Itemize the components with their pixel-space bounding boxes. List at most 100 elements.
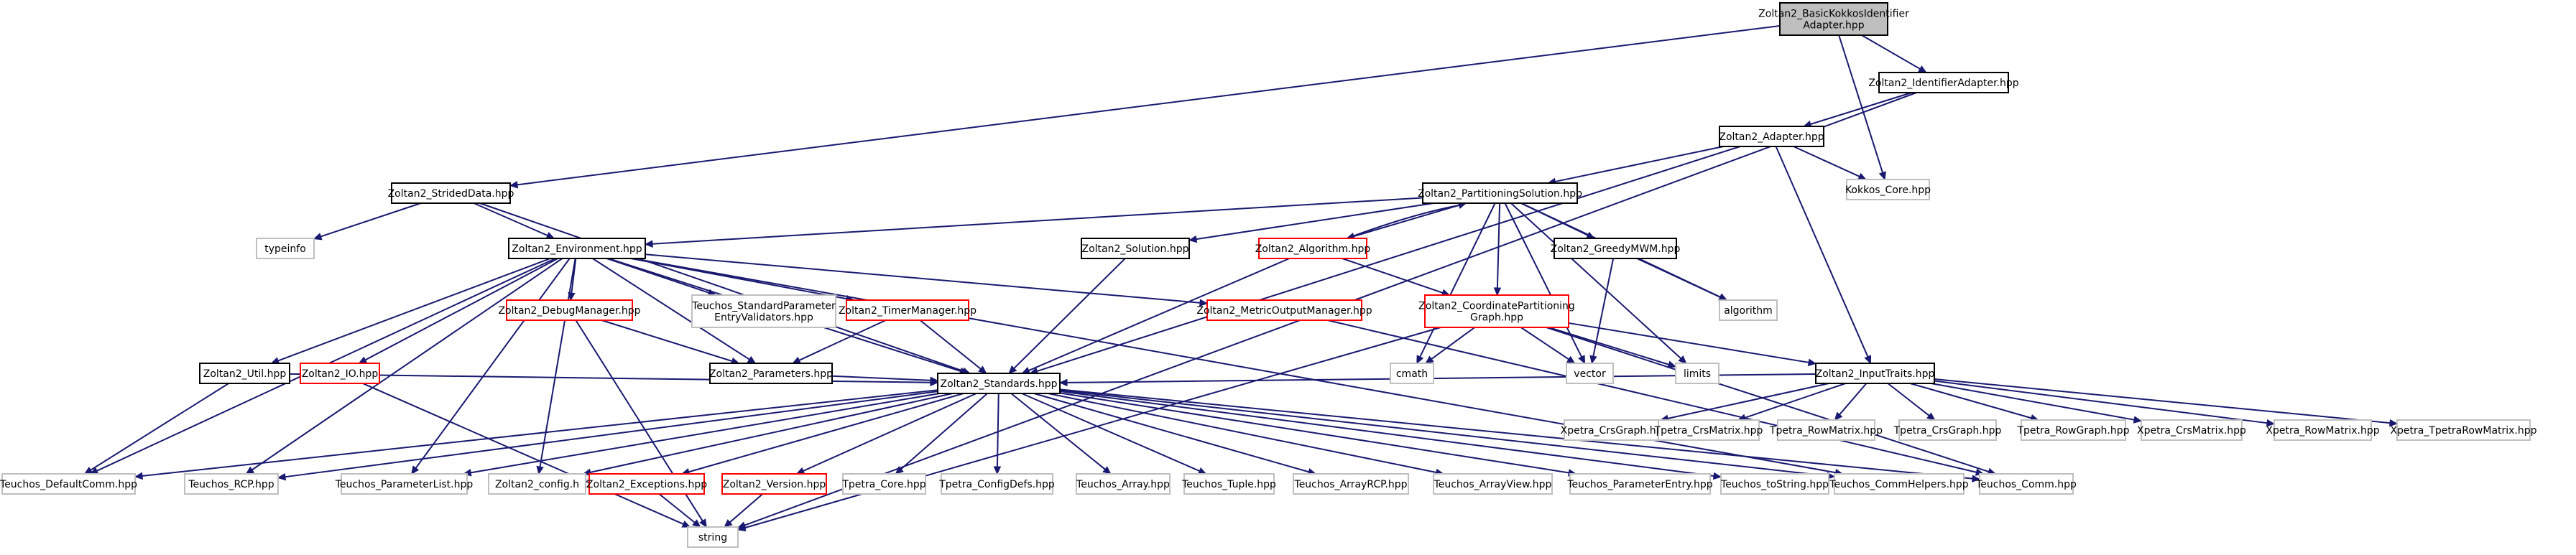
node-box bbox=[842, 473, 926, 495]
node-label: Teuchos_ArrayView.hpp bbox=[1434, 479, 1552, 490]
edge-arrowhead bbox=[1058, 378, 1068, 387]
edge-timer-to-params bbox=[798, 320, 887, 361]
node-label: Zoltan2_DebugManager.hpp bbox=[498, 305, 640, 317]
edge-arrowhead bbox=[747, 355, 757, 364]
edge-psol-to-cmath bbox=[1419, 202, 1496, 358]
edge-standards-to-defaultcomm bbox=[142, 389, 938, 477]
node-ttostring: Teuchos_toString.hpp bbox=[1720, 473, 1829, 495]
edge-arrowhead bbox=[1416, 355, 1424, 365]
edge-solution-to-standards bbox=[1013, 258, 1126, 369]
edge-algorithm_hpp-to-psol bbox=[1347, 204, 1459, 239]
edge-inputtraits-to-tcrsgraph bbox=[1887, 383, 1930, 416]
edge-psol-to-limits bbox=[1510, 202, 1681, 359]
node-label: Kokkos_Core.hpp bbox=[1845, 185, 1931, 196]
node-timer[interactable]: Zoltan2_TimerManager.hpp bbox=[839, 299, 977, 321]
edge-arrowhead bbox=[1918, 65, 1927, 73]
edge-env-to-validators bbox=[606, 258, 709, 294]
node-standards[interactable]: Zoltan2_Standards.hpp bbox=[937, 373, 1061, 394]
edge-arrowhead bbox=[699, 518, 707, 528]
node-label: Teuchos_StandardParameter bbox=[691, 301, 836, 312]
edge-arrowhead bbox=[1008, 365, 1017, 374]
node-defaultcomm: Teuchos_DefaultComm.hpp bbox=[0, 473, 137, 495]
edge-arrowhead bbox=[358, 356, 368, 364]
edge-greedy-to-vector bbox=[1592, 258, 1615, 357]
node-tpetracore: Tpetra_Core.hpp bbox=[841, 473, 926, 495]
node-box bbox=[1815, 363, 1935, 384]
node-box bbox=[199, 363, 290, 384]
node-box bbox=[1777, 419, 1875, 441]
node-box bbox=[1720, 473, 1829, 495]
node-tcrsgraph: Tpetra_CrsGraph.hpp bbox=[1893, 419, 2002, 441]
node-box bbox=[1, 473, 136, 495]
node-adapter[interactable]: Zoltan2_Adapter.hpp bbox=[1719, 126, 1824, 147]
node-label: Teuchos_CommHelpers.hpp bbox=[1829, 479, 1968, 490]
node-label: Zoltan2_Solution.hpp bbox=[1081, 243, 1188, 255]
node-strided[interactable]: Zoltan2_StridedData.hpp bbox=[388, 182, 514, 204]
edge-standards-to-tarrayview bbox=[1048, 393, 1437, 473]
node-box bbox=[1719, 299, 1778, 321]
node-label: Teuchos_Tuple.hpp bbox=[1181, 479, 1276, 490]
edge-standards-to-ttuple bbox=[1021, 393, 1200, 472]
node-vector: vector bbox=[1566, 363, 1614, 384]
node-greedy[interactable]: Zoltan2_GreedyMWM.hpp bbox=[1551, 238, 1681, 259]
node-box bbox=[1554, 238, 1677, 259]
node-label: Teuchos_DefaultComm.hpp bbox=[0, 479, 137, 490]
node-inputtraits[interactable]: Zoltan2_InputTraits.hpp bbox=[1815, 363, 1935, 384]
edge-greedy-to-algorithm bbox=[1636, 258, 1721, 298]
node-params[interactable]: Zoltan2_Parameters.hpp bbox=[709, 363, 833, 384]
edge-env-to-timer bbox=[630, 258, 847, 300]
node-box bbox=[2141, 419, 2243, 441]
node-label: Zoltan2_Adapter.hpp bbox=[1719, 131, 1824, 143]
node-box bbox=[588, 473, 705, 495]
node-psol[interactable]: Zoltan2_PartitioningSolution.hpp bbox=[1418, 182, 1582, 204]
edge-arrowhead bbox=[1864, 355, 1872, 365]
node-config: Zoltan2_config.h bbox=[488, 473, 586, 495]
node-version[interactable]: Zoltan2_Version.hpp bbox=[721, 473, 827, 495]
node-label: Tpetra_CrsGraph.hpp bbox=[1893, 425, 2002, 437]
edge-root-to-idadapter bbox=[1861, 34, 1921, 70]
node-box bbox=[1979, 473, 2074, 495]
node-box bbox=[846, 299, 969, 321]
edge-arrowhead bbox=[1857, 172, 1867, 180]
node-label: Zoltan2_StridedData.hpp bbox=[388, 188, 514, 200]
node-label: Xpetra_TpetraRowMatrix.hpp bbox=[2390, 425, 2536, 437]
node-label: Zoltan2_Algorithm.hpp bbox=[1255, 243, 1371, 255]
edge-psol-to-solution bbox=[1196, 202, 1434, 241]
node-metric[interactable]: Zoltan2_MetricOutputManager.hpp bbox=[1196, 299, 1372, 321]
edge-exceptions-to-string bbox=[658, 493, 696, 523]
node-label: Zoltan2_MetricOutputManager.hpp bbox=[1196, 305, 1372, 317]
edge-inputtraits-to-xtpetrarowmatrix bbox=[1934, 378, 2391, 424]
node-solution[interactable]: Zoltan2_Solution.hpp bbox=[1081, 238, 1190, 259]
edge-arrowhead bbox=[930, 376, 939, 385]
node-tarray: Teuchos_Array.hpp bbox=[1076, 473, 1171, 495]
node-label: Tpetra_Core.hpp bbox=[841, 479, 925, 490]
node-label: Teuchos_RCP.hpp bbox=[188, 479, 274, 490]
edge-arrowhead bbox=[1878, 171, 1886, 181]
edge-arrowhead bbox=[737, 523, 747, 532]
node-box bbox=[1183, 473, 1275, 495]
edge-standards-to-rcp bbox=[285, 391, 938, 478]
node-label: Teuchos_ArrayRCP.hpp bbox=[1294, 479, 1408, 490]
edge-arrowhead bbox=[1199, 299, 1209, 307]
edge-adapter-to-inputtraits bbox=[1775, 146, 1869, 358]
edge-arrowhead bbox=[1578, 355, 1586, 365]
node-label: vector bbox=[1574, 368, 1606, 380]
node-label: Zoltan2_InputTraits.hpp bbox=[1816, 368, 1935, 380]
node-string: string bbox=[687, 526, 739, 548]
node-xcrsmatrix: Xpetra_CrsMatrix.hpp bbox=[2137, 419, 2246, 441]
node-paramlist: Teuchos_ParameterList.hpp bbox=[335, 473, 473, 495]
node-algorithm_hpp[interactable]: Zoltan2_Algorithm.hpp bbox=[1255, 238, 1371, 259]
edge-root-to-strided bbox=[517, 24, 1781, 186]
node-label: Tpetra_ConfigDefs.hpp bbox=[938, 479, 1055, 490]
node-idadapter[interactable]: Zoltan2_IdentifierAdapter.hpp bbox=[1868, 72, 2019, 93]
node-box bbox=[506, 299, 633, 321]
node-trowmatrix: Tpetra_RowMatrix.hpp bbox=[1769, 419, 1883, 441]
node-debug[interactable]: Zoltan2_DebugManager.hpp bbox=[498, 299, 641, 321]
node-util[interactable]: Zoltan2_Util.hpp bbox=[199, 363, 290, 384]
node-box bbox=[2396, 419, 2531, 441]
node-env[interactable]: Zoltan2_Environment.hpp bbox=[508, 238, 646, 259]
node-exceptions[interactable]: Zoltan2_Exceptions.hpp bbox=[586, 473, 707, 495]
node-io[interactable]: Zoltan2_IO.hpp bbox=[300, 363, 380, 384]
